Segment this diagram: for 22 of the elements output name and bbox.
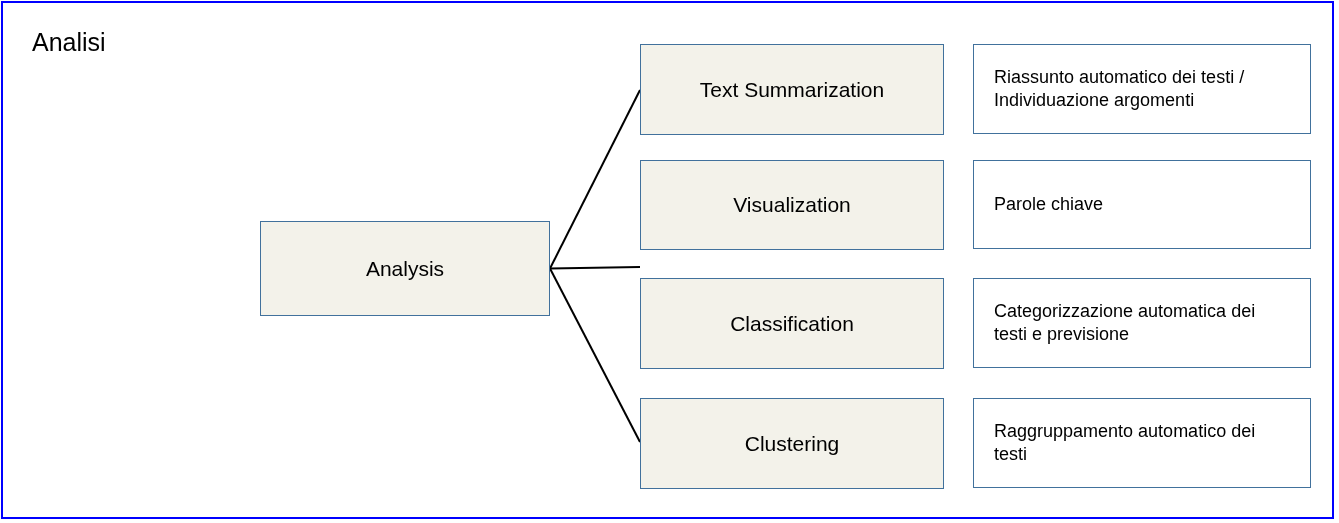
title: Analisi bbox=[32, 27, 106, 57]
process-box bbox=[640, 160, 944, 250]
process-box bbox=[640, 398, 944, 489]
description-box bbox=[973, 398, 1311, 488]
box-label: Classification bbox=[730, 311, 854, 336]
process-box bbox=[640, 44, 944, 135]
description-box bbox=[973, 160, 1311, 249]
box-label: Parole chiave bbox=[994, 192, 1104, 216]
box-label: Raggruppamento automatico dei testi bbox=[994, 419, 1257, 466]
box-label: Riassunto automatico dei testi / Individuazione argomenti bbox=[994, 65, 1246, 112]
box-label: Clustering bbox=[744, 431, 840, 456]
description-box bbox=[973, 278, 1311, 368]
connector-line bbox=[549, 267, 641, 443]
connector-line bbox=[549, 89, 641, 270]
process-box bbox=[640, 278, 944, 369]
description-box bbox=[973, 44, 1311, 134]
box-label: Text Summarization bbox=[699, 77, 885, 102]
connector-line bbox=[549, 266, 641, 270]
process-box bbox=[260, 221, 550, 316]
box-label: Visualization bbox=[733, 193, 851, 217]
box-label: Categorizzazione automatica dei testi e previsione bbox=[994, 299, 1257, 346]
box-label: Analysis bbox=[365, 256, 445, 281]
